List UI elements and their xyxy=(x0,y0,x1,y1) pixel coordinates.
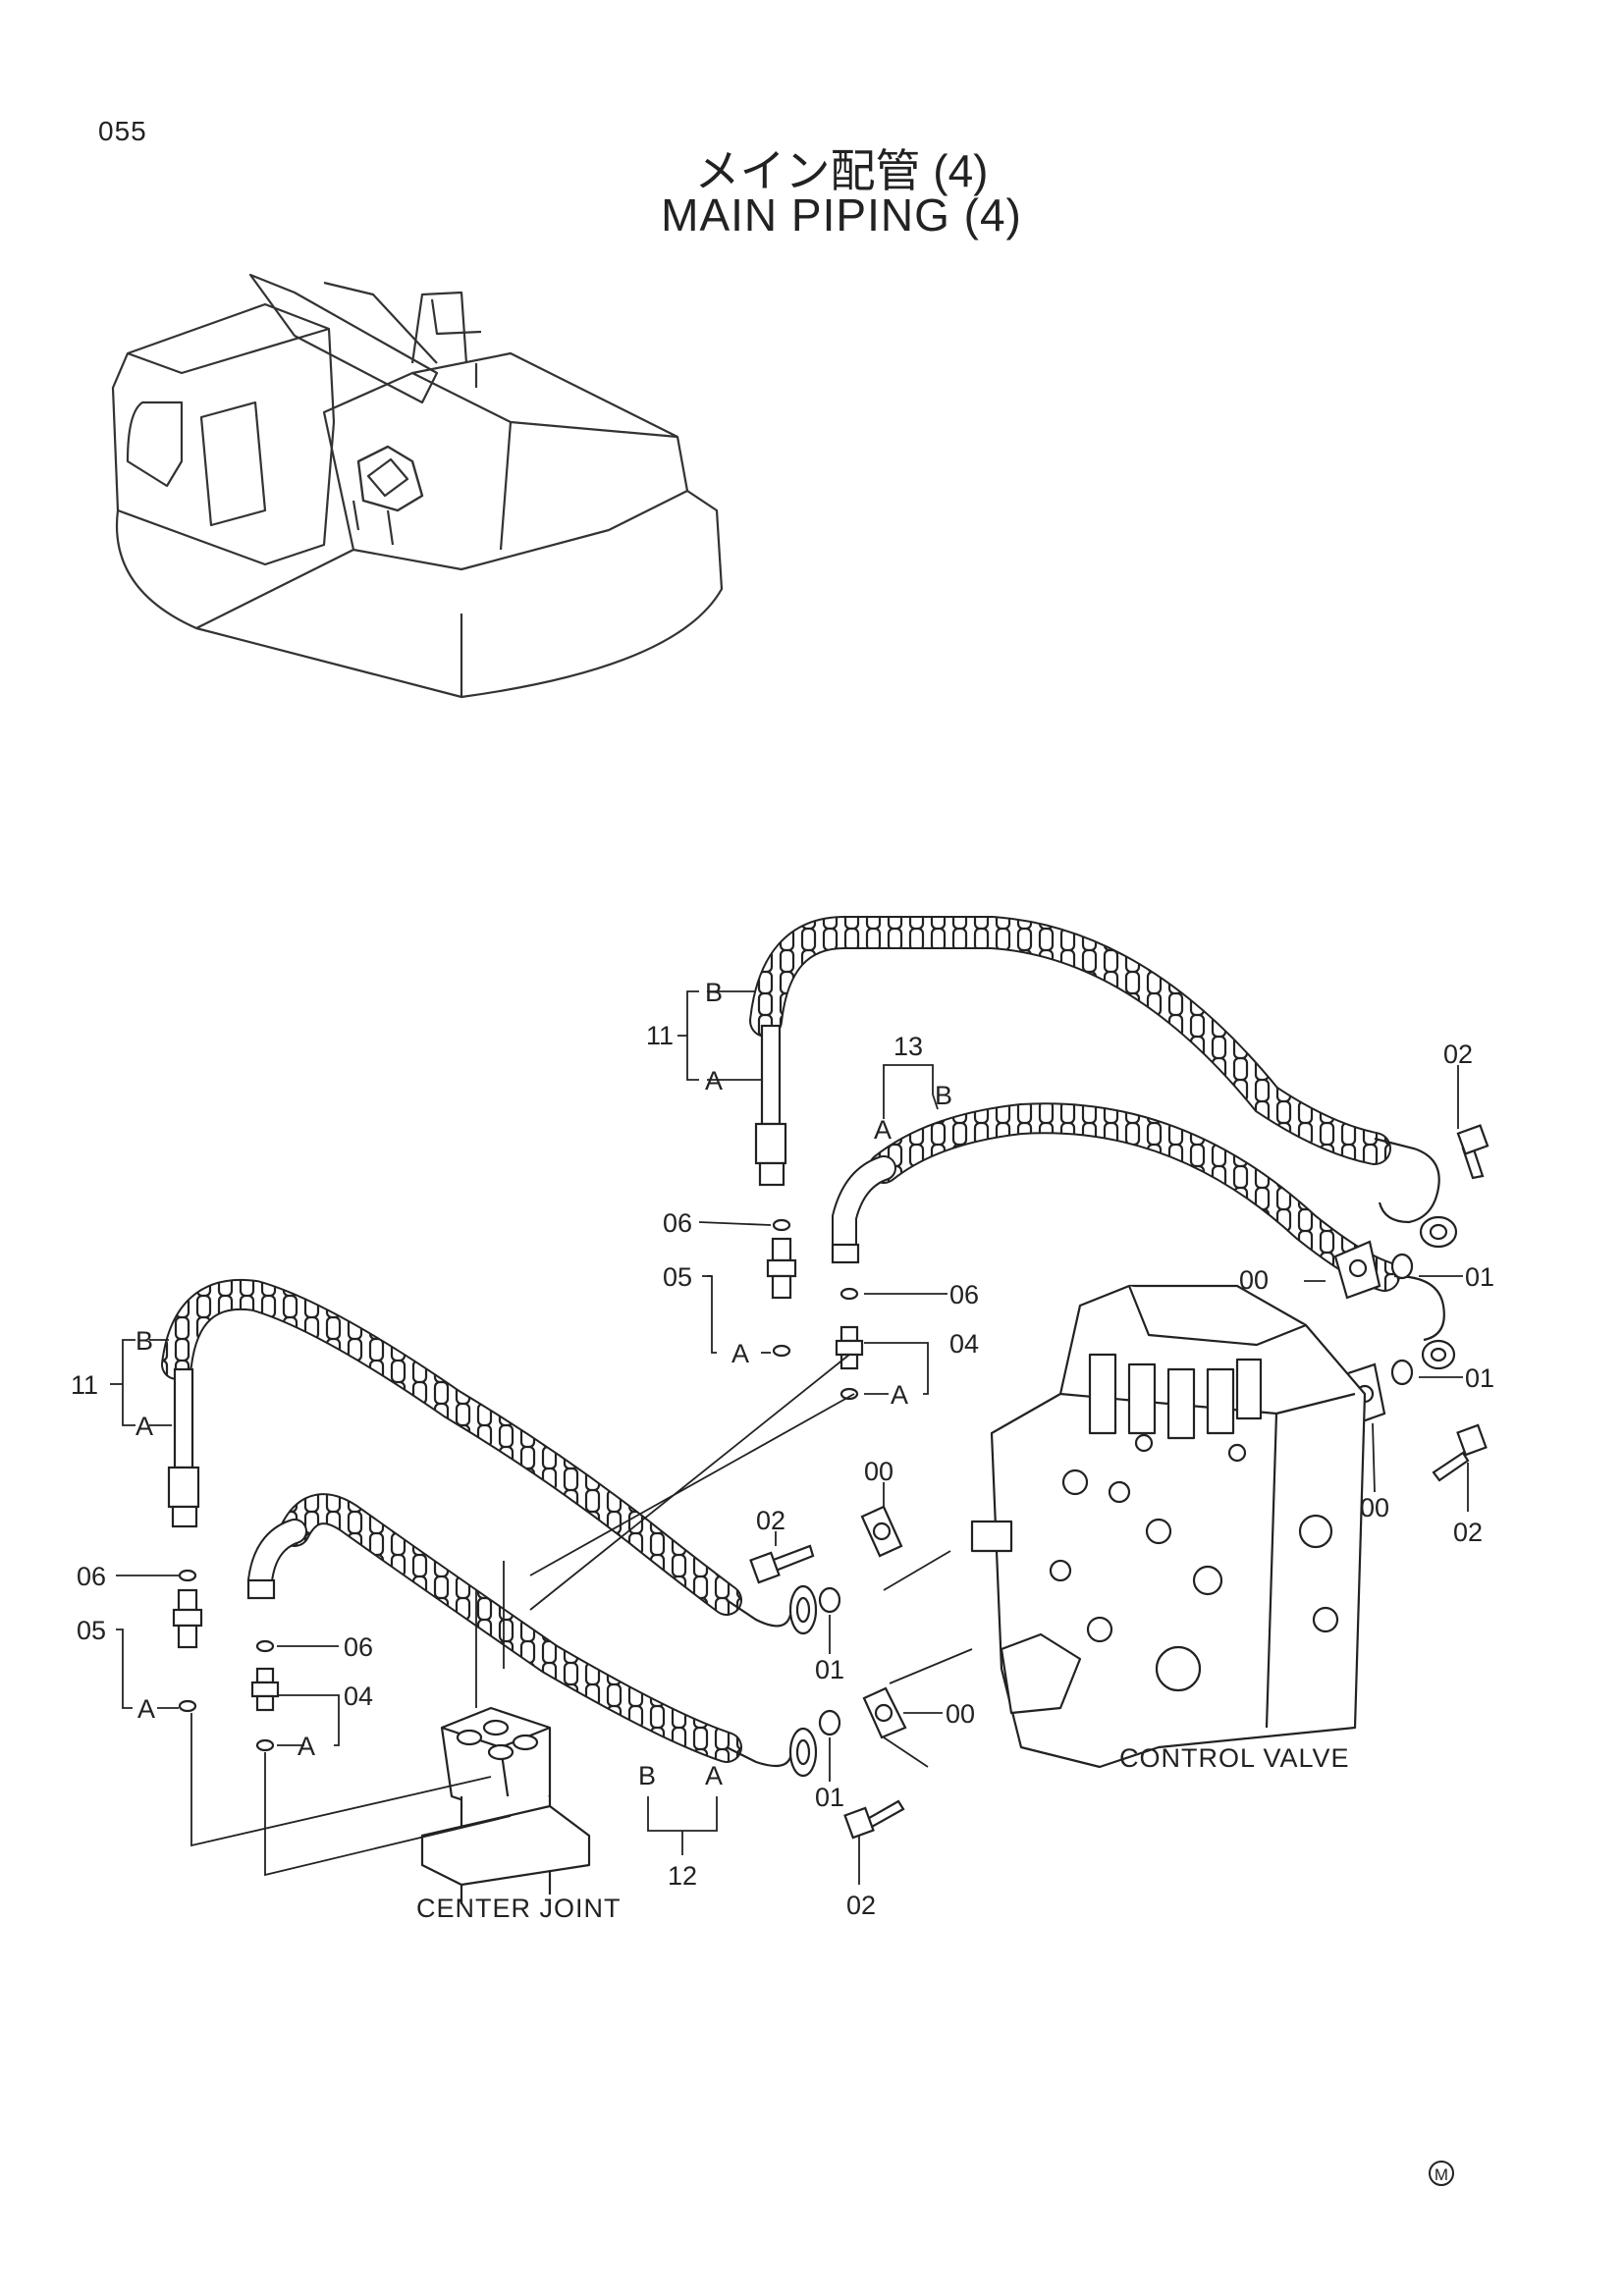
hose-assembly-11-left xyxy=(161,1278,818,1635)
callout-a-left: A xyxy=(135,1412,153,1441)
callout-01-middle-upper: 01 xyxy=(815,1655,844,1684)
callout-04-left: 04 xyxy=(344,1682,373,1711)
center-joint xyxy=(420,1706,591,1904)
callout-a-05-left: A xyxy=(137,1694,155,1724)
callout-01-right-lower: 01 xyxy=(1465,1363,1494,1393)
callout-02-middle: 02 xyxy=(756,1506,785,1535)
callout-b-upper: B xyxy=(705,978,723,1007)
title-english: MAIN PIPING (4) xyxy=(661,189,1022,240)
callout-06-right: 06 xyxy=(949,1280,979,1309)
leader-lines xyxy=(110,990,1469,1885)
callout-b-12: B xyxy=(638,1761,656,1790)
callout-12: 12 xyxy=(668,1861,697,1891)
hose-assembly-12 xyxy=(246,1493,818,1778)
callout-b-left: B xyxy=(135,1326,153,1356)
callout-02-bottom: 02 xyxy=(846,1891,876,1920)
excavator-overview xyxy=(111,273,724,699)
callout-06-left: 06 xyxy=(77,1562,106,1591)
caption-center-joint: CENTER JOINT xyxy=(416,1894,622,1923)
callout-06-middle: 06 xyxy=(344,1632,373,1662)
callout-02-top: 02 xyxy=(1443,1040,1473,1069)
callout-a-13: A xyxy=(874,1115,892,1145)
callout-06-upper: 06 xyxy=(663,1208,692,1238)
page-number: 055 xyxy=(98,116,147,146)
callout-13: 13 xyxy=(893,1032,923,1061)
mark-letter: M xyxy=(1435,2165,1448,2184)
callout-b-13: B xyxy=(935,1081,952,1110)
callout-labels: 11 B A 13 B A 06 05 A 06 04 A 02 01 00 0… xyxy=(71,978,1494,1920)
callout-a-04-left: A xyxy=(298,1732,315,1761)
callout-00-right-upper: 00 xyxy=(1239,1265,1269,1295)
callout-04-upper: 04 xyxy=(949,1329,979,1359)
callout-a-04-upper: A xyxy=(891,1380,908,1410)
callout-05-upper: 05 xyxy=(663,1262,692,1292)
callout-01-right-upper: 01 xyxy=(1465,1262,1494,1292)
callout-11-upper: 11 xyxy=(646,1021,674,1050)
callout-01-middle-lower: 01 xyxy=(815,1783,844,1812)
callout-a-upper: A xyxy=(705,1066,723,1095)
title-japanese: メイン配管 (4) xyxy=(694,145,989,196)
caption-control-valve: CONTROL VALVE xyxy=(1119,1743,1350,1773)
callout-a-05-upper: A xyxy=(731,1339,749,1368)
callout-a-12: A xyxy=(705,1761,723,1790)
hose-assembly-13 xyxy=(831,1102,1456,1370)
circled-m-mark: M xyxy=(1429,2161,1454,2186)
callout-00-right-lower: 00 xyxy=(1360,1493,1389,1522)
callout-05-left: 05 xyxy=(77,1616,106,1645)
callout-00-middle-upper: 00 xyxy=(864,1457,893,1486)
callout-11-left: 11 xyxy=(71,1370,98,1400)
fittings xyxy=(172,1124,1489,1840)
callout-00-middle-lower: 00 xyxy=(946,1699,975,1729)
hose-assembly-11-upper xyxy=(749,916,1458,1249)
control-valve xyxy=(970,1284,1367,1769)
callout-02-right: 02 xyxy=(1453,1518,1483,1547)
